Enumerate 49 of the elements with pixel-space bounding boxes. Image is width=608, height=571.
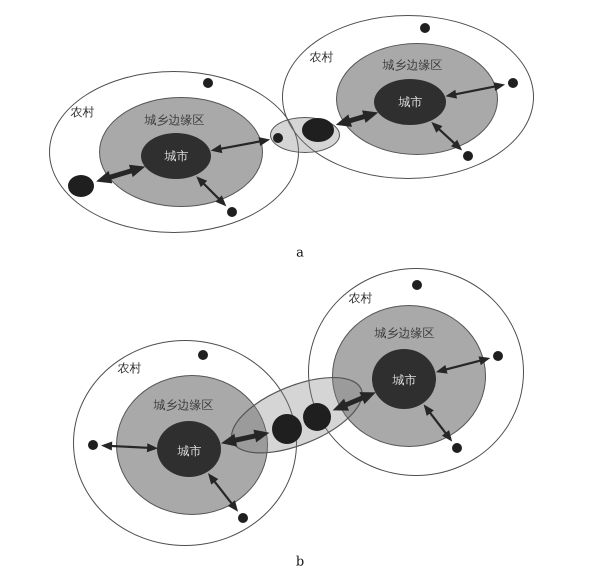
large-dot xyxy=(302,402,331,431)
overlap-ellipse xyxy=(270,117,340,153)
double-arrow xyxy=(436,356,490,374)
zone-label: 农村 xyxy=(310,50,334,64)
core-zone xyxy=(141,133,212,180)
zone-label: 城乡边缘区 xyxy=(153,398,214,412)
core-zone xyxy=(374,79,446,126)
outer-zone xyxy=(282,15,534,179)
small-dot xyxy=(273,133,283,143)
zone-label: 农村 xyxy=(70,104,95,119)
double-arrow xyxy=(431,122,462,150)
zone-label: 农村 xyxy=(348,290,373,305)
double-arrow xyxy=(336,110,378,127)
large-dot xyxy=(68,174,94,197)
small-dot xyxy=(202,78,213,88)
double-arrow xyxy=(332,392,376,411)
double-arrow xyxy=(208,473,238,512)
outer-zone xyxy=(49,71,299,233)
core-label: 城市 xyxy=(398,95,422,110)
double-arrow xyxy=(96,164,146,184)
double-arrow xyxy=(196,176,226,206)
double-arrow xyxy=(424,404,452,442)
core-label: 城市 xyxy=(164,149,188,164)
double-arrow xyxy=(101,442,158,452)
small-dot xyxy=(88,440,98,450)
core-label: 城市 xyxy=(177,444,202,458)
zone-label: 城乡边缘区 xyxy=(382,58,442,72)
panel-label: b xyxy=(296,554,304,570)
outer-zone xyxy=(73,340,297,546)
double-arrow xyxy=(221,430,270,446)
small-dot xyxy=(198,350,208,360)
zone-label: 农村 xyxy=(118,360,142,375)
panel-label: a xyxy=(296,246,304,260)
small-dot xyxy=(508,78,518,88)
small-dot xyxy=(462,150,473,161)
small-dot xyxy=(412,280,422,290)
zone-label: 城乡边缘区 xyxy=(144,113,204,128)
core-label: 城市 xyxy=(392,373,416,388)
double-arrow xyxy=(445,82,506,99)
large-dot xyxy=(302,118,334,142)
zone-label: 城乡边缘区 xyxy=(374,326,434,340)
small-dot xyxy=(420,22,430,33)
small-dot xyxy=(238,512,248,523)
double-arrow xyxy=(210,137,270,154)
small-dot xyxy=(492,350,503,361)
outer-zone xyxy=(308,268,524,476)
large-dot xyxy=(272,414,302,444)
small-dot xyxy=(226,206,237,217)
small-dot xyxy=(452,442,462,453)
